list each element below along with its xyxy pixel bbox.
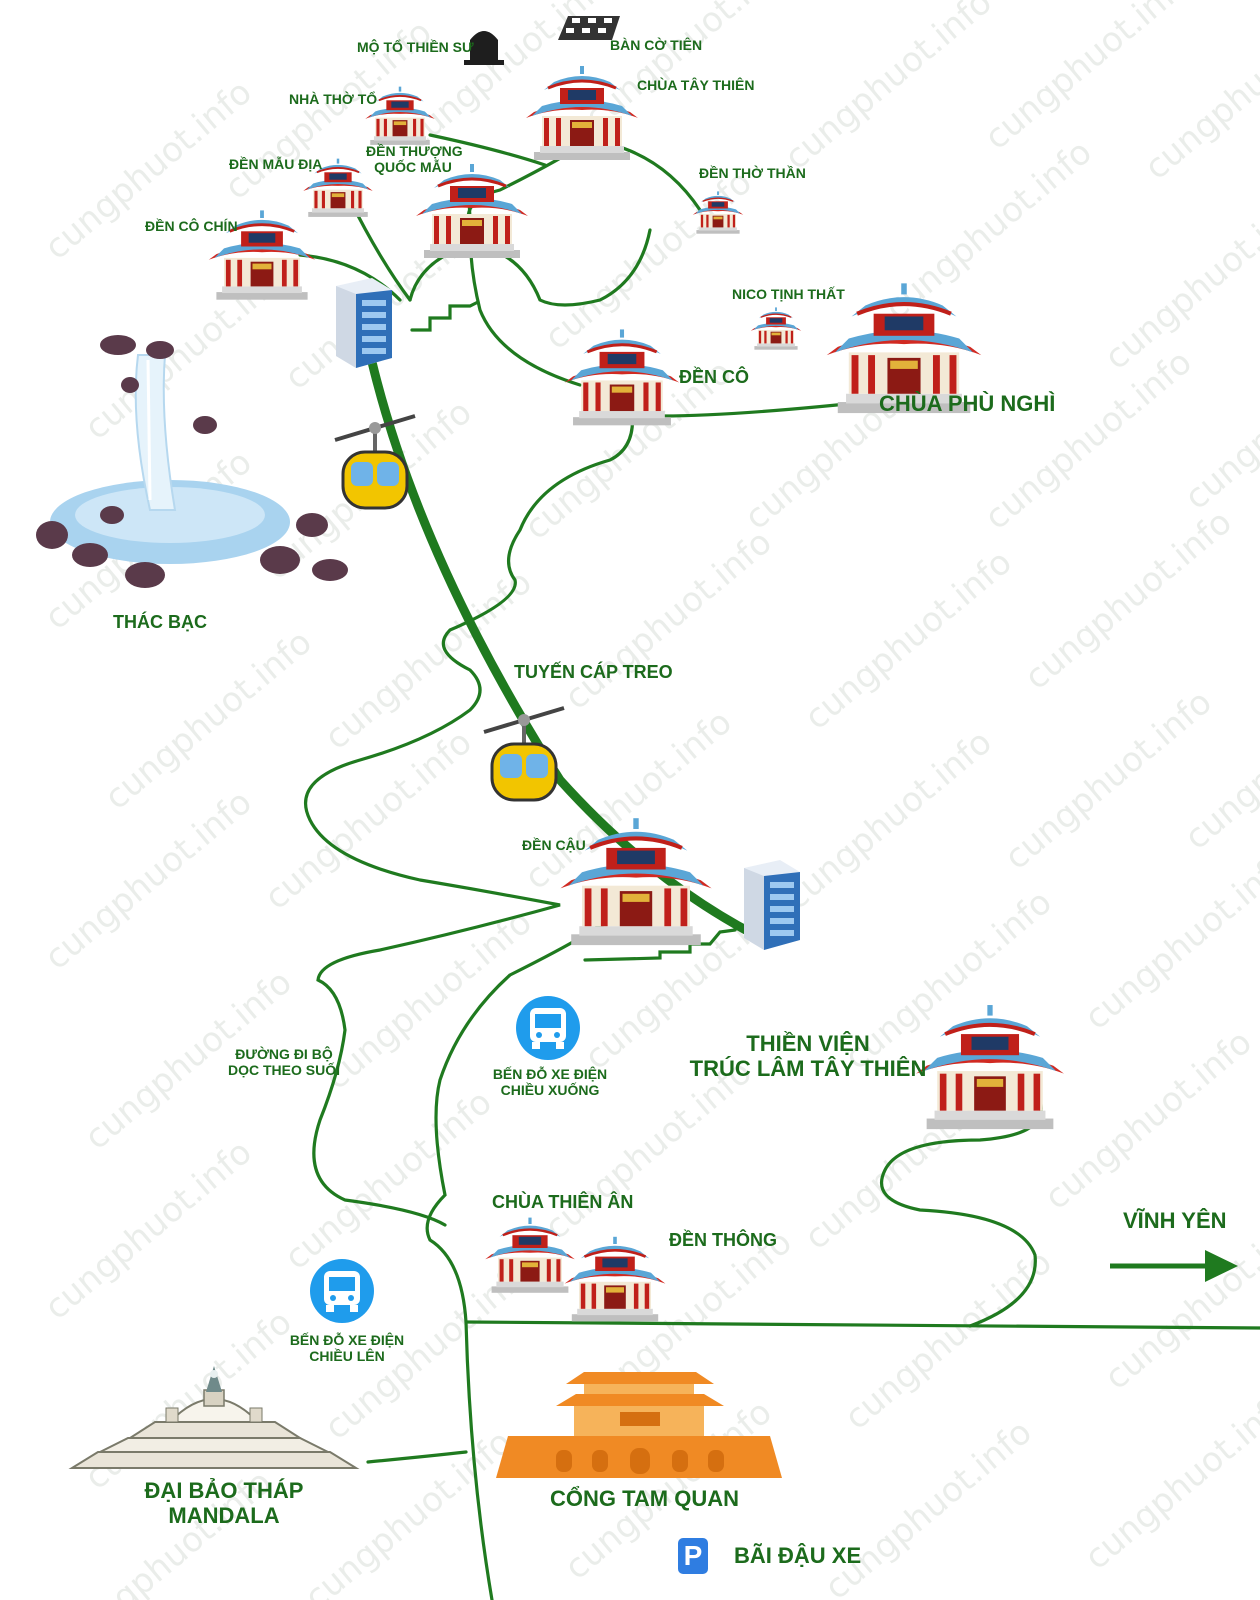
label-thac-bac: THÁC BẠC — [113, 612, 207, 632]
label-ben-do-xuong-line2: CHIỀU XUỐNG — [500, 1082, 600, 1099]
label-den-thong: ĐỀN THÔNG — [669, 1230, 777, 1250]
label-den-thuong-quoc-mau-line1: ĐỀN THƯỢNG — [366, 143, 463, 159]
label-dai-bao-thap-mandala: ĐẠI BẢO THÁP MANDALA — [128, 1478, 320, 1529]
label-ben-do-xuong-line1: BẾN ĐỖ XE ĐIỆN — [492, 1066, 608, 1082]
pagoda-icon — [750, 306, 802, 351]
walking-path — [304, 398, 635, 1227]
label-den-thuong-quoc-mau: ĐỀN THƯỢNG QUỐC MẪU — [366, 143, 463, 176]
trunk-road — [425, 933, 587, 1600]
label-chua-phu-nghi: CHÙA PHÙ NGHÌ — [879, 391, 1056, 416]
label-chua-tay-thien: CHÙA TÂY THIÊN — [637, 77, 755, 93]
pagoda-icon — [914, 1003, 1066, 1132]
label-chua-thien-an: CHÙA THIÊN ÂN — [492, 1192, 634, 1212]
station-building-icon — [744, 860, 800, 950]
label-dai-bao-thap-line2: MANDALA — [168, 1503, 280, 1529]
gate-icon — [496, 1372, 782, 1478]
label-den-mau-dia: ĐỀN MẪU ĐỊA — [229, 156, 323, 172]
pagoda-icon — [524, 64, 640, 162]
cable-car-icon — [482, 706, 566, 802]
label-ben-do-xe-dien-chieu-len: BẾN ĐỖ XE ĐIỆN CHIỀU LÊN — [285, 1332, 409, 1364]
arrow-right-icon — [1110, 1250, 1238, 1282]
pagoda-icon — [414, 162, 530, 260]
station-building-icon — [336, 278, 392, 368]
label-den-co-chin: ĐỀN CÔ CHÍN — [145, 218, 238, 234]
label-thien-vien-line1: THIỀN VIỆN — [746, 1031, 870, 1056]
cable-car-icon — [333, 414, 417, 510]
label-cong-tam-quan: CỔNG TAM QUAN — [550, 1486, 740, 1511]
stupa-icon — [68, 1366, 360, 1469]
label-den-co: ĐỀN CÔ — [679, 367, 750, 387]
label-duong-di-bo: ĐƯỜNG ĐI BỘ DỌC THEO SUỐI — [228, 1046, 340, 1078]
label-duong-di-bo-line1: ĐƯỜNG ĐI BỘ — [235, 1046, 333, 1062]
chessboard-icon — [558, 16, 620, 40]
label-den-tho-than: ĐỀN THỜ THẦN — [699, 165, 806, 181]
label-thien-vien-line2: TRÚC LÂM TÂY THIÊN — [689, 1056, 927, 1082]
waterfall-icon — [36, 335, 348, 588]
pagoda-icon — [563, 1235, 667, 1323]
main-road — [464, 1320, 1260, 1330]
label-ben-do-xe-dien-chieu-xuong: BẾN ĐỖ XE ĐIỆN CHIỀU XUỐNG — [488, 1066, 612, 1098]
label-vinh-yen: VĨNH YÊN — [1123, 1208, 1227, 1233]
label-nico-tinh-that: NICO TỊNH THẤT — [732, 286, 845, 302]
label-nha-tho-to: NHÀ THỜ TỔ — [289, 91, 378, 107]
tomb-icon — [464, 31, 504, 65]
bus-stop-icon — [516, 996, 580, 1060]
label-den-cau: ĐỀN CẬU — [522, 837, 586, 853]
label-tuyen-cap-treo: TUYẾN CÁP TREO — [514, 662, 673, 682]
label-ban-co-tien: BÀN CỜ TIÊN — [610, 37, 703, 53]
label-duong-di-bo-line2: DỌC THEO SUỐI — [228, 1062, 341, 1079]
label-thien-vien-truc-lam: THIỀN VIỆN TRÚC LÂM TÂY THIÊN — [688, 1031, 928, 1082]
label-mo-to-thien-su: MỘ TỔ THIỀN SƯ — [357, 39, 474, 55]
pagoda-icon — [563, 327, 681, 427]
label-bai-dau-xe: BÃI ĐẬU XE — [734, 1543, 862, 1568]
label-ben-do-len-line1: BẾN ĐỖ XE ĐIỆN — [289, 1332, 405, 1348]
label-dai-bao-thap-line1: ĐẠI BẢO THÁP — [144, 1478, 304, 1503]
parking-icon: P — [678, 1538, 708, 1574]
pagoda-icon — [692, 190, 744, 235]
label-ben-do-len-line2: CHIỀU LÊN — [309, 1348, 385, 1365]
pagoda-icon — [484, 1216, 576, 1295]
label-den-thuong-quoc-mau-line2: QUỐC MẪU — [374, 159, 452, 176]
bus-stop-icon — [310, 1259, 374, 1323]
mandala-road — [366, 1450, 468, 1464]
